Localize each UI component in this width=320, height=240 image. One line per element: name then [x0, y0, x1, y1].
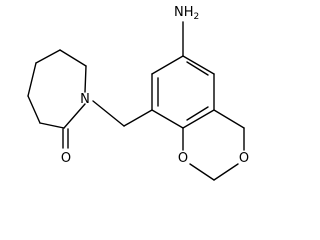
bond-c4a-ch2 [213, 109, 245, 129]
bond-ring-left [27, 62, 37, 97]
benzene-ring [151, 55, 215, 129]
bond-ar-c7-c6 [151, 55, 184, 75]
dioxane-ring [182, 109, 245, 181]
bond-carbonyl-n [63, 103, 86, 129]
amine-subscript-text: 2 [194, 12, 200, 22]
bond-o3-c2 [213, 163, 239, 181]
bond-n-methylene [92, 100, 125, 127]
ether-oxygen-1-label: O [178, 151, 188, 166]
amine-n-text: NH [174, 5, 194, 20]
chemical-structure-diagram: NH2 N O O O [27, 5, 249, 181]
bond-ar-c8a-c8 [151, 109, 184, 129]
bond-ar-c4a-c8a [182, 109, 215, 129]
bond-c2-o1 [189, 163, 215, 181]
bond-ring-lower-left [27, 95, 41, 124]
azepanone-ring [27, 49, 87, 149]
bond-ar-inner-3 [186, 106, 209, 121]
ether-oxygen-2-label: O [239, 151, 249, 166]
bond-n-ch2-top [84, 65, 87, 93]
bond-ar-inner-2 [186, 61, 209, 76]
ring-nitrogen-label: N [80, 92, 90, 107]
bond-ring-c-carbonyl [39, 122, 65, 129]
bond-ring-top-left [59, 49, 87, 67]
carbonyl-oxygen-label: O [61, 151, 71, 166]
bond-ring-upper-left [35, 49, 61, 64]
bond-ar-c6-c5 [182, 55, 215, 75]
bond-methylene-aryl [123, 109, 153, 127]
amine-label: NH2 [174, 5, 199, 22]
